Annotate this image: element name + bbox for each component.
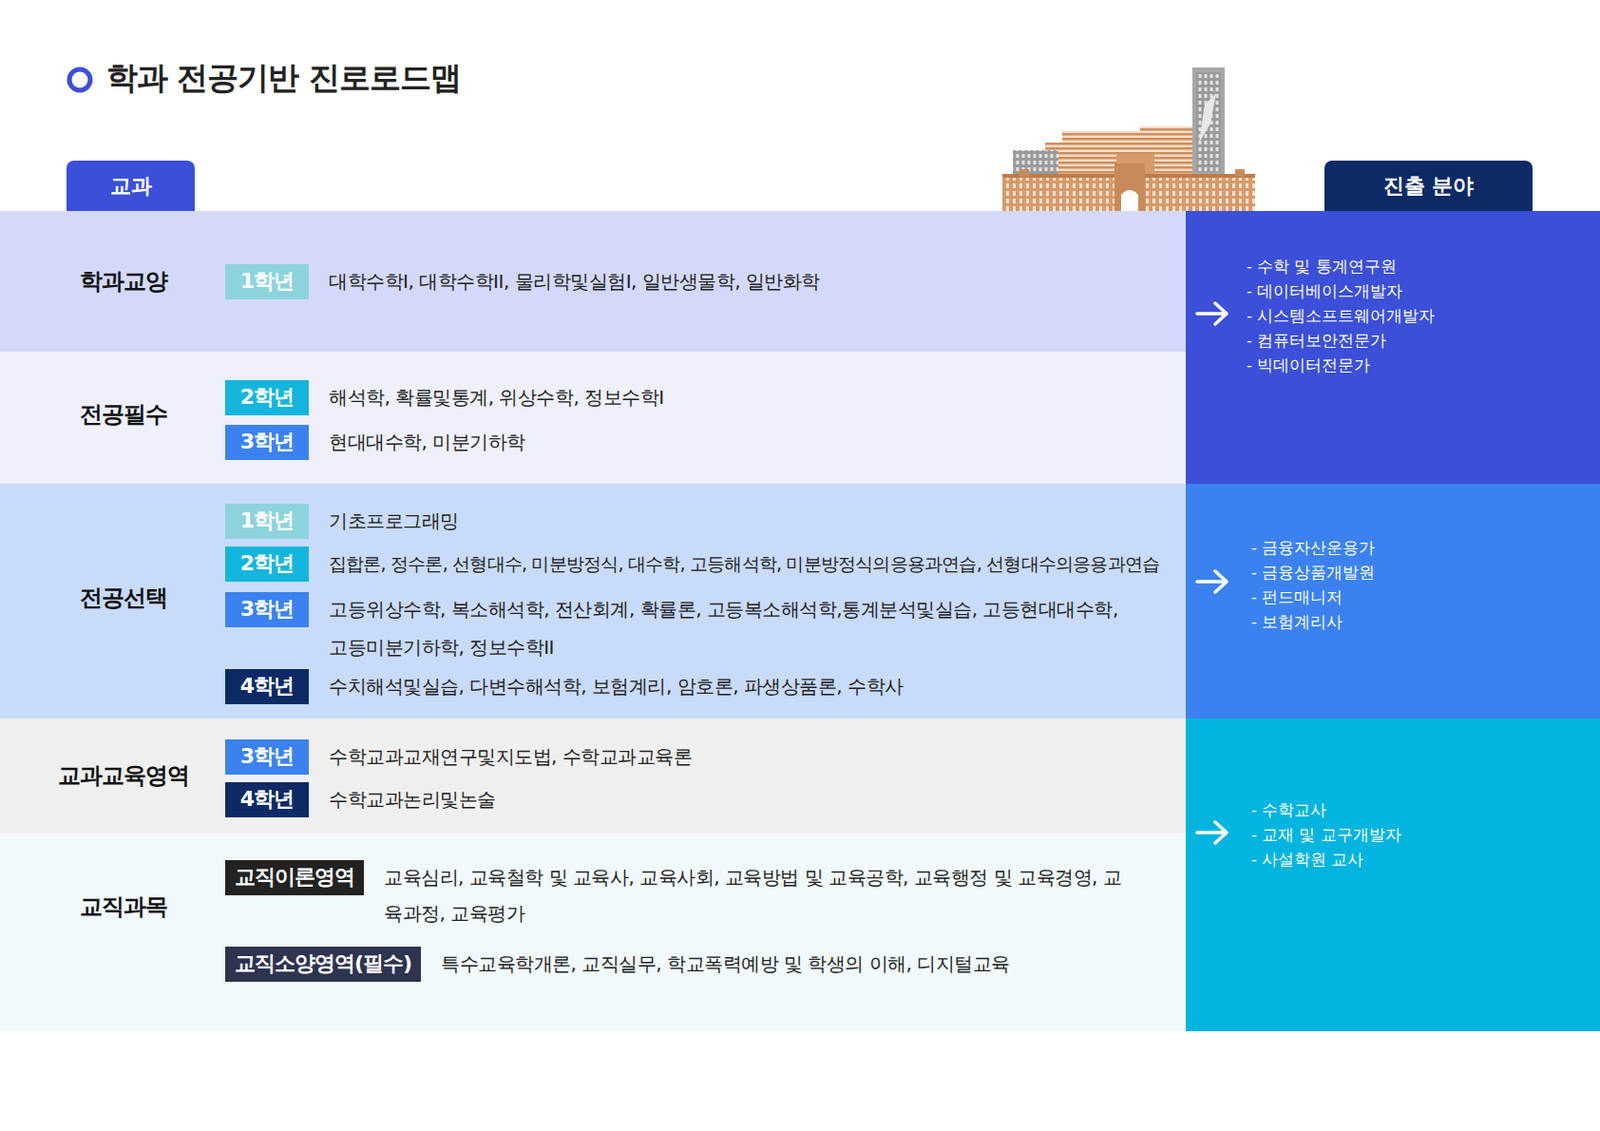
badge-label: 1학년 bbox=[240, 266, 294, 296]
course-list: 수학교과교재연구및지도법, 수학교과교육론 bbox=[328, 737, 692, 776]
grade-badge: 3학년 bbox=[225, 424, 309, 460]
title-ring-icon bbox=[69, 69, 91, 91]
badge-label: 교직소양영역(필수) bbox=[234, 949, 412, 978]
arrow-icon bbox=[1194, 299, 1233, 328]
career-panel: - 수학 및 통계연구원- 데이터베이스개발자- 시스템소프트웨어개발자- 컴퓨… bbox=[1185, 210, 1600, 484]
career-item: - 펀드매니저 bbox=[1251, 585, 1375, 610]
career-list: - 수학교사- 교재 및 교구개발자- 사설학원 교사 bbox=[1251, 798, 1402, 873]
course-band: 전공필수 2학년 3학년 해석학, 확률및통계, 위상수학, 정보수학I 현대대수학, … bbox=[0, 351, 1186, 484]
band-heading: 전공선택 bbox=[20, 582, 226, 613]
grade-badge: 1학년 bbox=[225, 264, 309, 300]
badge-label: 1학년 bbox=[240, 506, 294, 535]
course-band: 교과교육영역 3학년 4학년 수학교과교재연구및지도법, 수학교과교육론수학교과논리및… bbox=[0, 718, 1186, 834]
badge-label: 2학년 bbox=[240, 382, 294, 412]
course-band: 교직과목 교직이론영역교직소양영역(필수) 교육심리, 교육철학 및 교육사, 교육… bbox=[0, 833, 1186, 1031]
career-item: - 빅데이터전문가 bbox=[1246, 353, 1435, 379]
arrow-icon bbox=[1194, 818, 1233, 847]
badge-label: 교직이론영역 bbox=[234, 862, 355, 892]
tab-label: 교과 bbox=[110, 171, 153, 201]
band-heading: 학과교양 bbox=[20, 266, 226, 297]
career-item: - 시스템소프트웨어개발자 bbox=[1246, 304, 1435, 329]
grade-badge: 2학년 bbox=[225, 546, 309, 582]
grade-badge: 4학년 bbox=[225, 668, 309, 705]
course-list: 집합론, 정수론, 선형대수, 미분방정식, 대수학, 고등해석학, 미분방정식… bbox=[328, 544, 1160, 583]
badge-label: 3학년 bbox=[240, 427, 294, 457]
course-list: 고등위상수학, 복소해석학, 전산회계, 확률론, 고등복소해석학,통계분석및실… bbox=[328, 590, 1127, 667]
career-item: - 금융자산운용가 bbox=[1251, 535, 1375, 561]
career-item: - 교재 및 교구개발자 bbox=[1251, 822, 1402, 848]
course-list: 특수교육학개론, 교직실무, 학교폭력예방 및 학생의 이해, 디지털교육 bbox=[440, 944, 1010, 983]
band-heading: 교직과목 bbox=[20, 891, 226, 922]
header-tab: 진출 분야 bbox=[1324, 160, 1533, 211]
course-list: 현대대수학, 미분기하학 bbox=[328, 422, 526, 461]
grade-badge: 4학년 bbox=[225, 781, 309, 818]
badge-label: 3학년 bbox=[240, 742, 294, 771]
career-item: - 수학교사 bbox=[1251, 798, 1402, 823]
badge-label: 4학년 bbox=[240, 784, 294, 814]
band-heading: 교과교육영역 bbox=[20, 760, 226, 791]
career-item: - 사설학원 교사 bbox=[1251, 847, 1402, 873]
career-list: - 금융자산운용가- 금융상품개발원- 펀드매니저- 보험계리사 bbox=[1251, 535, 1375, 635]
course-list: 교육심리, 교육철학 및 교육사, 교육사회, 교육방법 및 교육공학, 교육행… bbox=[383, 858, 1125, 932]
career-panel: - 수학교사- 교재 및 교구개발자- 사설학원 교사 bbox=[1185, 718, 1600, 1031]
band-heading: 전공필수 bbox=[20, 399, 226, 430]
course-list: 기초프로그래밍 bbox=[328, 501, 459, 540]
career-item: - 금융상품개발원 bbox=[1251, 560, 1375, 586]
course-band: 학과교양 1학년 대학수학I, 대학수학II, 물리학및실험I, 일반생물학, 일반… bbox=[0, 210, 1186, 352]
diagram-title: 학과 전공기반 진로로드맵 bbox=[106, 57, 461, 100]
career-item: - 보험계리사 bbox=[1251, 609, 1375, 635]
course-list: 수학교과논리및논술 bbox=[328, 780, 496, 819]
grade-badge: 3학년 bbox=[225, 591, 309, 628]
tab-label: 진출 분야 bbox=[1383, 171, 1475, 201]
course-list: 해석학, 확률및통계, 위상수학, 정보수학I bbox=[328, 378, 665, 417]
course-band: 전공선택 1학년 2학년 3학년 4학년 기초프로그래밍집합론, 정수론, 선형대수, 미… bbox=[0, 483, 1186, 719]
course-list: 대학수학I, 대학수학II, 물리학및실험I, 일반생물학, 일반화학 bbox=[328, 262, 820, 301]
grade-badge: 교직소양영역(필수) bbox=[225, 946, 421, 982]
course-list: 수치해석및실습, 다변수해석학, 보험계리, 암호론, 파생상품론, 수학사 bbox=[328, 666, 904, 705]
header-tab: 교과 bbox=[66, 160, 195, 211]
badge-label: 2학년 bbox=[240, 549, 294, 578]
badge-label: 3학년 bbox=[240, 594, 294, 624]
career-list: - 수학 및 통계연구원- 데이터베이스개발자- 시스템소프트웨어개발자- 컴퓨… bbox=[1246, 254, 1435, 379]
grade-badge: 2학년 bbox=[225, 380, 309, 416]
grade-badge: 1학년 bbox=[225, 503, 309, 539]
badge-label: 4학년 bbox=[240, 671, 294, 701]
arrow-icon bbox=[1194, 567, 1233, 596]
career-item: - 컴퓨터보안전문가 bbox=[1246, 328, 1435, 354]
grade-badge: 3학년 bbox=[225, 739, 309, 775]
career-panel: - 금융자산운용가- 금융상품개발원- 펀드매니저- 보험계리사 bbox=[1185, 483, 1600, 719]
career-item: - 데이터베이스개발자 bbox=[1246, 279, 1435, 305]
career-item: - 수학 및 통계연구원 bbox=[1246, 254, 1435, 280]
grade-badge: 교직이론영역 bbox=[225, 859, 364, 896]
campus-building-illustration bbox=[1002, 67, 1256, 211]
